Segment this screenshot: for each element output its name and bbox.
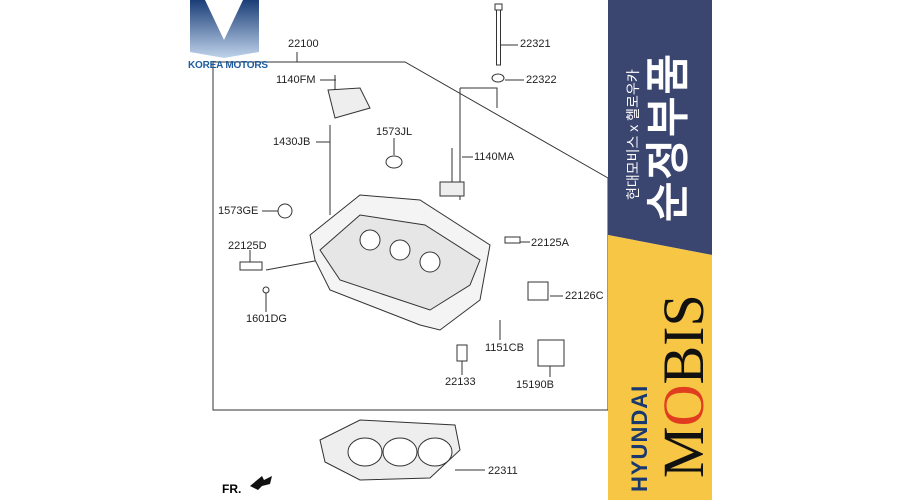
front-indicator: FR. [222,482,242,496]
part-label: 22126C [565,290,604,302]
bolt-22321 [491,3,505,83]
banner-subtitle: 현대모비스 x 헬로우카 [625,69,641,200]
part-label: 22311 [488,465,518,477]
part-label: 1140MA [474,151,515,163]
part-label: 22322 [526,74,557,86]
part-label: 22125A [531,237,569,249]
part-label: 22133 [445,376,476,388]
mobis-bis: BIS [651,294,716,385]
part-label: 22321 [520,38,551,50]
part-label: 15190B [516,379,554,391]
mobis-m: M [651,426,716,478]
part-label: 1601DG [246,313,287,325]
banner-title: 순정부품 [644,52,693,222]
part-label: 22100 [288,38,319,50]
part-label: 1573JL [376,126,413,138]
part-label: 1151CB [485,342,524,354]
part-label: 22125D [228,240,267,252]
part-label: 1573GE [218,205,259,217]
front-arrow-icon [250,476,272,490]
banner-yellow [608,235,712,500]
cylinder-head [239,75,565,367]
head-gasket [319,419,461,481]
korea-motors-logo-icon [190,0,259,58]
hyundai-wordmark: HYUNDAI [627,384,652,492]
part-label: 1430JB [273,136,311,148]
logo-text: KOREA MOTORS [188,60,268,71]
banner-navy [608,0,712,255]
part-label: 1140FM [276,74,316,86]
mobis-wordmark: MOBIS [651,294,716,478]
mobis-o: O [651,384,716,427]
